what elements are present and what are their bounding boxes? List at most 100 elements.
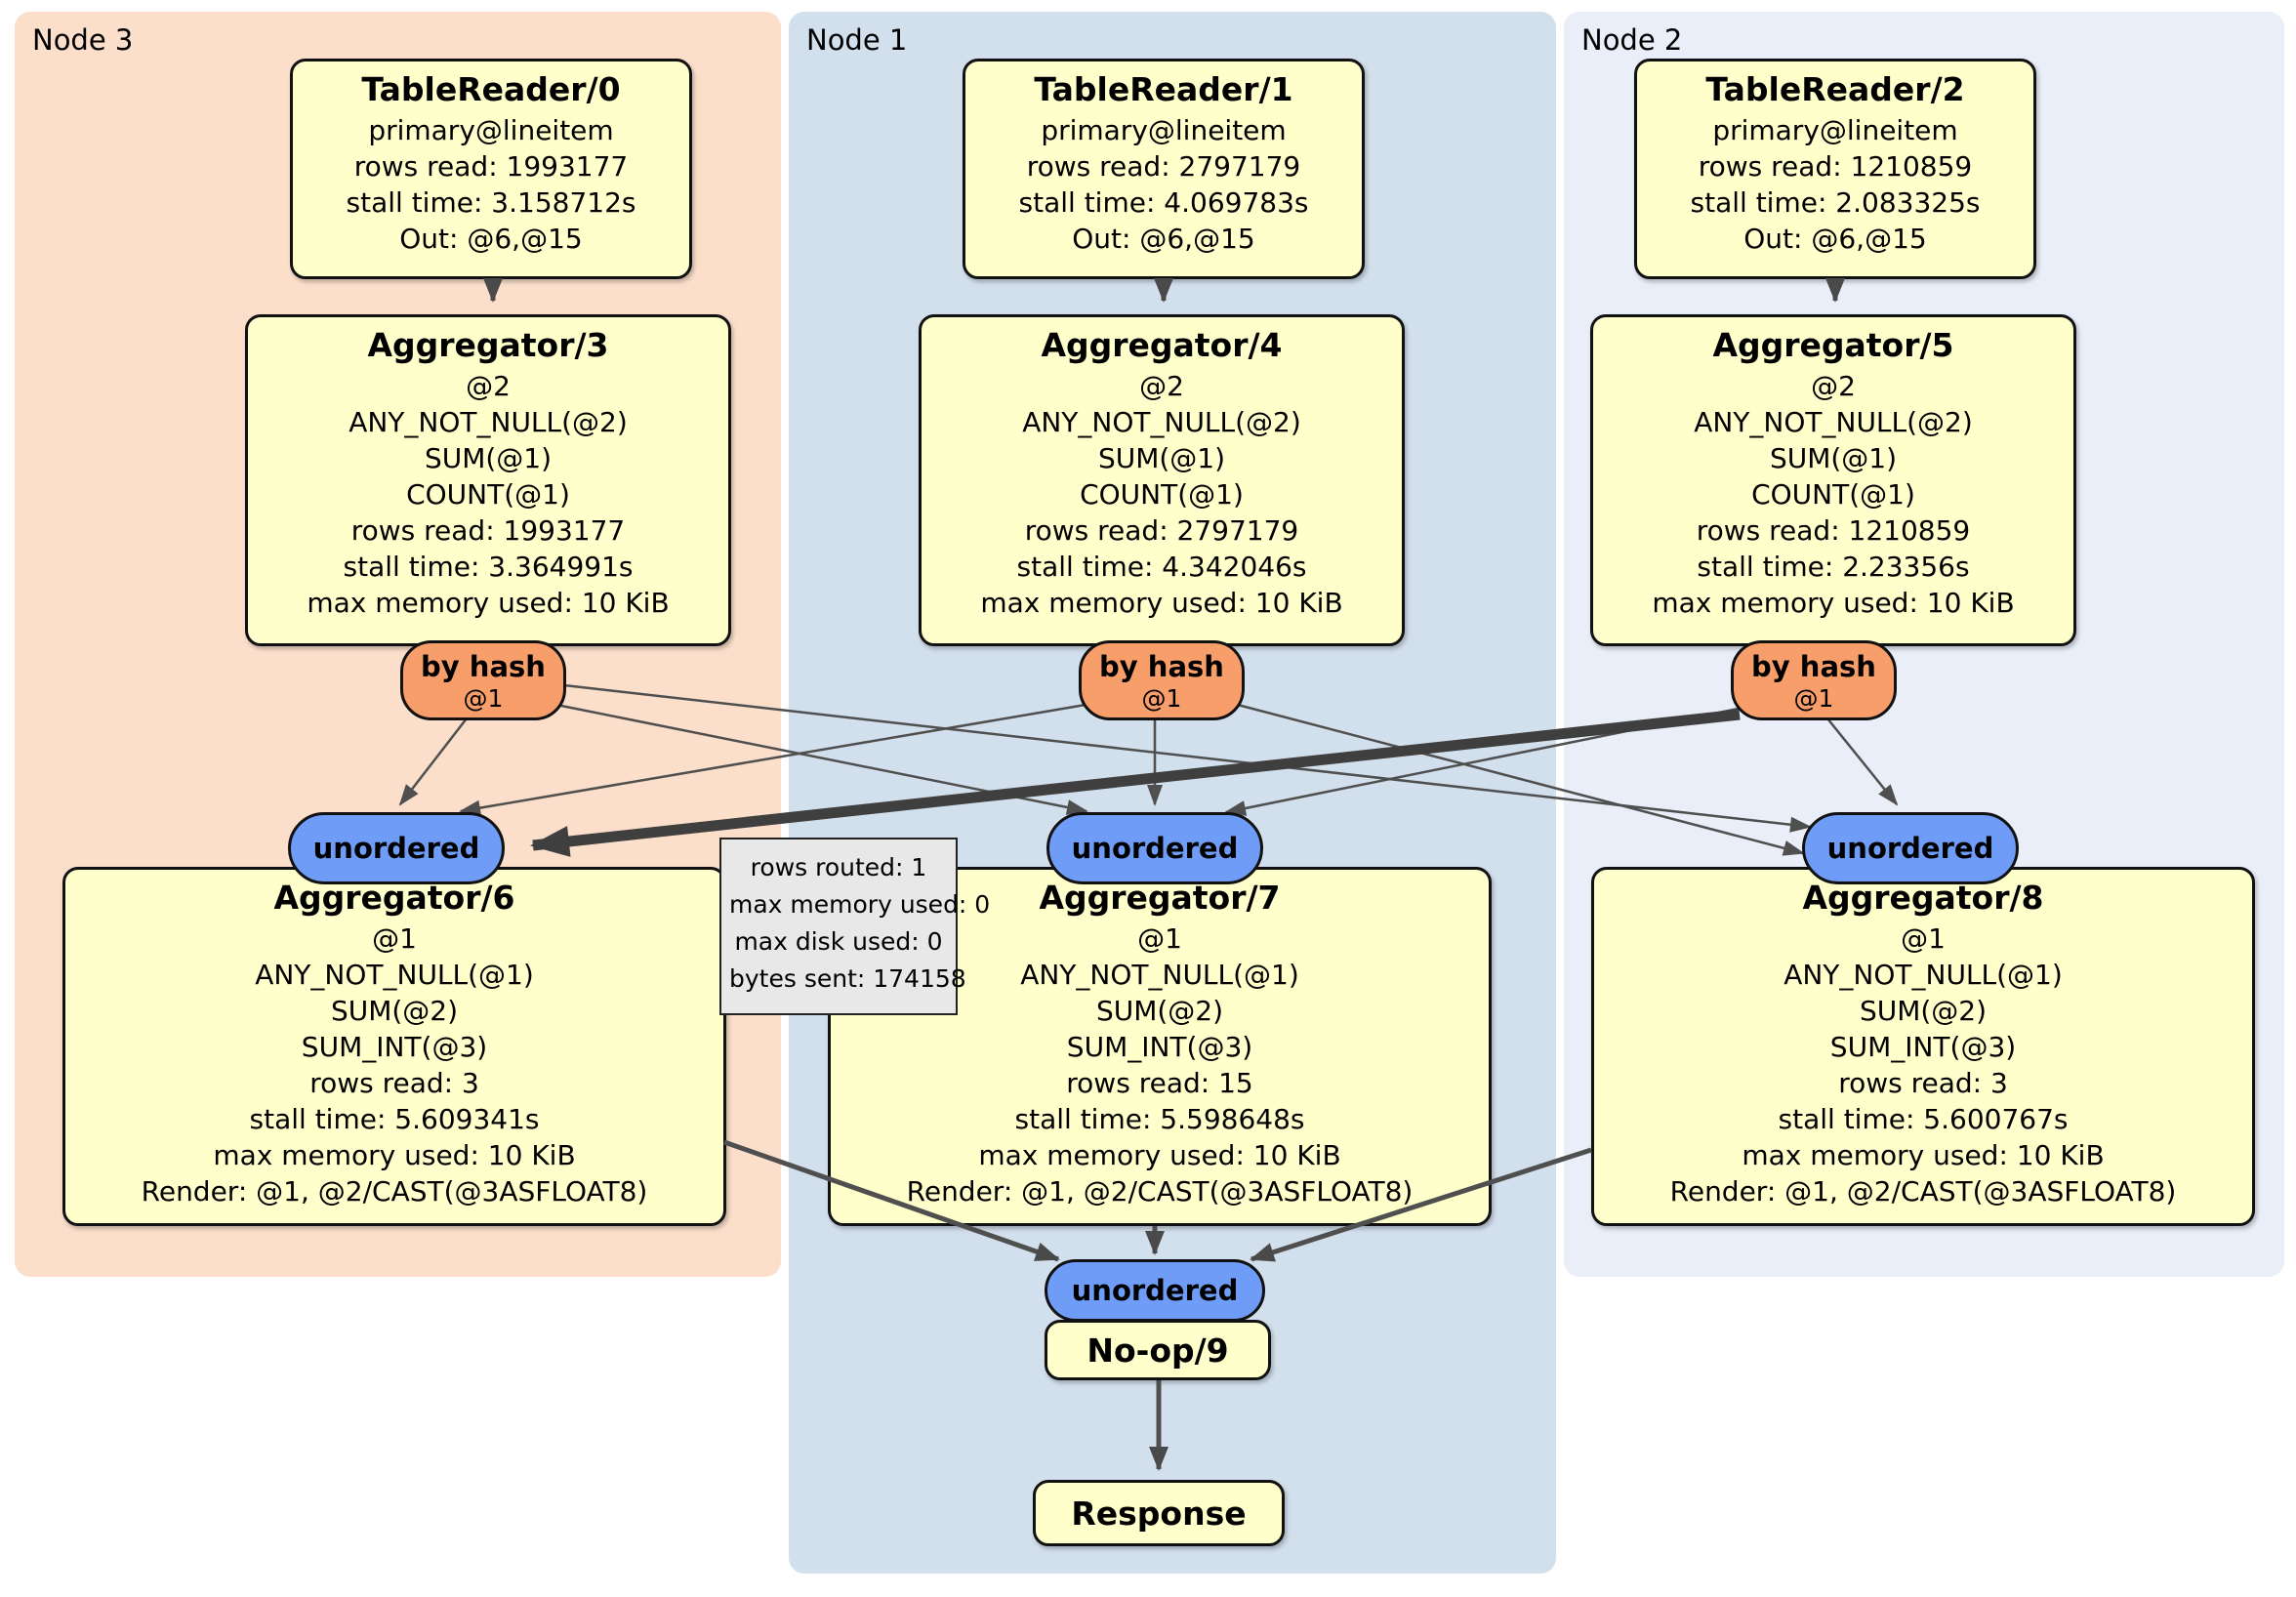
- stat-line: rows read: 1993177: [350, 514, 626, 547]
- stat-line: max memory used: 10 KiB: [978, 1139, 1341, 1171]
- router-by-hash-node2: by hash @1: [1731, 640, 1897, 720]
- stat-line: @1: [1137, 922, 1182, 955]
- stat-line: rows read: 2797179: [1026, 150, 1301, 183]
- processor-tablereader-2: TableReader/2 primary@lineitem rows read…: [1634, 59, 2036, 279]
- stat-line: rows read: 2797179: [1024, 514, 1299, 547]
- processor-title: Aggregator/6: [273, 879, 515, 917]
- tooltip-stat: max memory used: 0: [729, 890, 991, 919]
- edge-byhash3-unordered3: [398, 717, 468, 806]
- stat-line: SUM(@2): [330, 995, 459, 1027]
- processor-aggregator-3: Aggregator/3 @2 ANY_NOT_NULL(@2) SUM(@1)…: [245, 314, 731, 646]
- stream-label: unordered: [1071, 1274, 1239, 1307]
- stream-label: unordered: [1071, 832, 1239, 865]
- stat-line: max memory used: 10 KiB: [307, 587, 670, 619]
- stat-line: COUNT(@1): [1751, 478, 1915, 511]
- stat-line: stall time: 3.364991s: [343, 551, 634, 583]
- processor-title: TableReader/1: [1034, 70, 1293, 108]
- processor-title: Aggregator/5: [1712, 326, 1954, 364]
- stat-line: ANY_NOT_NULL(@1): [1020, 959, 1299, 991]
- processor-title: Aggregator/3: [367, 326, 609, 364]
- processor-aggregator-4: Aggregator/4 @2 ANY_NOT_NULL(@2) SUM(@1)…: [919, 314, 1405, 646]
- stat-line: stall time: 4.342046s: [1016, 551, 1307, 583]
- processor-title: Aggregator/8: [1802, 879, 2044, 917]
- stat-line: rows read: 3: [1838, 1067, 2008, 1099]
- edge-stats-tooltip: rows routed: 1 max memory used: 0 max di…: [719, 838, 991, 1015]
- tooltip-stat: rows routed: 1: [750, 853, 927, 881]
- stat-line: max memory used: 10 KiB: [980, 587, 1343, 619]
- group-node1-label: Node 1: [806, 23, 908, 57]
- processor-title: TableReader/0: [361, 70, 621, 108]
- stat-line: SUM(@1): [1097, 442, 1226, 474]
- stat-line: @1: [372, 922, 417, 955]
- processor-title: Aggregator/7: [1039, 879, 1281, 917]
- stat-line: rows read: 15: [1066, 1067, 1253, 1099]
- processor-title: Aggregator/4: [1041, 326, 1283, 364]
- stat-line: @2: [466, 370, 511, 402]
- stat-line: rows read: 3: [309, 1067, 479, 1099]
- stat-line: ANY_NOT_NULL(@2): [1694, 406, 1973, 438]
- stat-line: SUM_INT(@3): [301, 1031, 488, 1063]
- stream-label: unordered: [312, 832, 480, 865]
- tooltip-stat: max disk used: 0: [734, 927, 943, 956]
- stat-line: SUM_INT(@3): [1066, 1031, 1253, 1063]
- processor-title: No-op/9: [1086, 1331, 1229, 1370]
- router-columns: @1: [1793, 684, 1834, 713]
- edge-byhash4-unordered3: [459, 703, 1086, 816]
- stream-unordered-node2: unordered: [1802, 812, 2019, 884]
- edge-aggregator6-unordered-final: [723, 1139, 1060, 1262]
- stat-line: rows read: 1210859: [1698, 150, 1973, 183]
- stat-line: Out: @6,@15: [1072, 223, 1255, 255]
- processor-tablereader-1: TableReader/1 primary@lineitem rows read…: [963, 59, 1365, 279]
- stat-line: ANY_NOT_NULL(@1): [1784, 959, 2063, 991]
- stat-line: ANY_NOT_NULL(@1): [255, 959, 534, 991]
- processor-aggregator-8: Aggregator/8 @1 ANY_NOT_NULL(@1) SUM(@2)…: [1591, 867, 2255, 1226]
- stat-line: stall time: 5.600767s: [1778, 1103, 2069, 1135]
- stat-line: stall time: 2.23356s: [1697, 551, 1970, 583]
- stat-line: SUM_INT(@3): [1829, 1031, 2017, 1063]
- edge-byhash5-unordered3-highlighted[interactable]: [530, 709, 1741, 857]
- stat-line: Out: @6,@15: [399, 223, 583, 255]
- stat-line: primary@lineitem: [368, 114, 614, 146]
- stat-line: ANY_NOT_NULL(@2): [1022, 406, 1301, 438]
- stat-line: max memory used: 10 KiB: [1742, 1139, 2105, 1171]
- processor-title: Response: [1071, 1494, 1247, 1533]
- stat-line: stall time: 4.069783s: [1018, 186, 1309, 219]
- edge-aggregator8-unordered-final: [1250, 1147, 1592, 1262]
- stat-line: @2: [1139, 370, 1184, 402]
- stat-line: ANY_NOT_NULL(@2): [348, 406, 628, 438]
- edge-byhash3-unordered8: [563, 683, 1812, 833]
- stat-line: stall time: 5.609341s: [249, 1103, 540, 1135]
- group-node2-label: Node 2: [1581, 23, 1683, 57]
- processor-response: Response: [1033, 1480, 1285, 1546]
- stat-line: SUM(@2): [1095, 995, 1224, 1027]
- router-label: by hash: [421, 650, 546, 683]
- stat-line: SUM(@1): [424, 442, 553, 474]
- stat-line: max memory used: 10 KiB: [213, 1139, 576, 1171]
- stat-line: max memory used: 10 KiB: [1652, 587, 2015, 619]
- stat-line: Render: @1, @2/CAST(@3ASFLOAT8): [906, 1175, 1414, 1208]
- stat-line: SUM(@1): [1769, 442, 1898, 474]
- router-by-hash-node3: by hash @1: [400, 640, 566, 720]
- processor-tablereader-0: TableReader/0 primary@lineitem rows read…: [290, 59, 692, 279]
- tooltip-stat: bytes sent: 174158: [729, 964, 966, 993]
- processor-title: TableReader/2: [1705, 70, 1965, 108]
- processor-aggregator-5: Aggregator/5 @2 ANY_NOT_NULL(@2) SUM(@1)…: [1590, 314, 2076, 646]
- stat-line: primary@lineitem: [1712, 114, 1958, 146]
- edge-byhash5-unordered8: [1826, 717, 1899, 806]
- stat-line: rows read: 1210859: [1696, 514, 1971, 547]
- stat-line: Render: @1, @2/CAST(@3ASFLOAT8): [141, 1175, 648, 1208]
- router-by-hash-node1: by hash @1: [1079, 640, 1245, 720]
- router-label: by hash: [1099, 650, 1224, 683]
- stat-line: COUNT(@1): [406, 478, 570, 511]
- stat-line: Render: @1, @2/CAST(@3ASFLOAT8): [1669, 1175, 2177, 1208]
- stat-line: COUNT(@1): [1080, 478, 1244, 511]
- router-columns: @1: [1141, 684, 1182, 713]
- processor-aggregator-6: Aggregator/6 @1 ANY_NOT_NULL(@1) SUM(@2)…: [62, 867, 726, 1226]
- stat-line: rows read: 1993177: [353, 150, 629, 183]
- stat-line: SUM(@2): [1859, 995, 1988, 1027]
- stat-line: stall time: 3.158712s: [346, 186, 636, 219]
- stat-line: stall time: 5.598648s: [1014, 1103, 1305, 1135]
- router-columns: @1: [463, 684, 504, 713]
